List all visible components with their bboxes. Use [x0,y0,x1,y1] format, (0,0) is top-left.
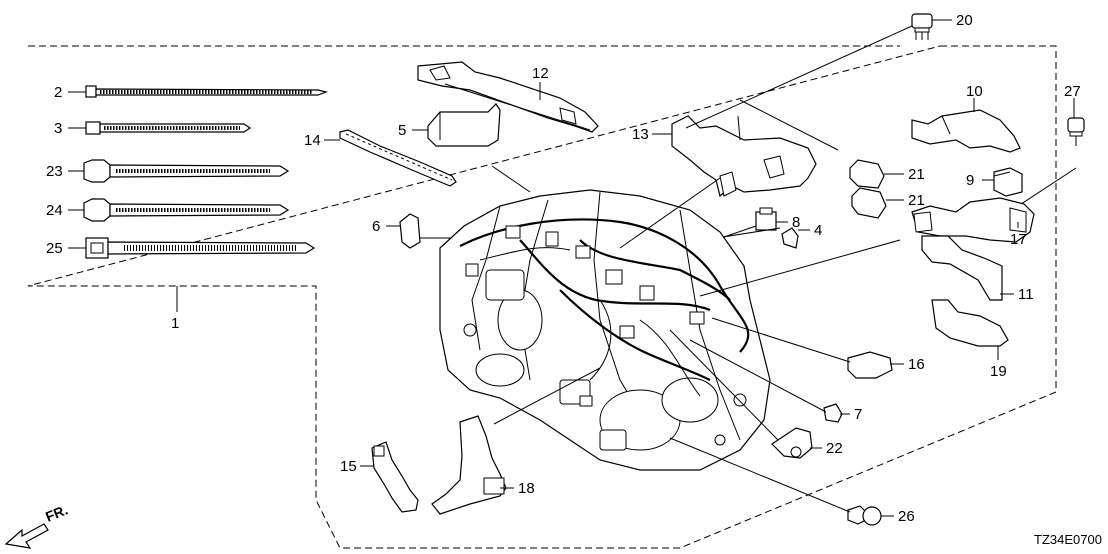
callout-4: 4 [814,222,822,239]
callout-6: 6 [372,218,380,235]
leader-line-7-harness [689,339,827,413]
bracket-13 [671,115,817,198]
clip-22 [771,427,813,459]
leader-line-13-harness [619,177,721,249]
clip-4 [781,227,799,249]
callout-3: 3 [54,120,62,137]
callout-14: 14 [304,132,321,149]
bracket-19 [931,299,1009,347]
callout-12: 12 [532,65,549,82]
callout-5: 5 [398,122,406,139]
clip-21 [849,159,887,219]
leader-line-engine-top [491,165,531,193]
callout-23: 23 [46,163,63,180]
leader-line-27b [1011,167,1077,211]
bracket-11 [921,235,1003,301]
callout-2: 2 [54,84,62,101]
front-direction-arrow [4,523,49,549]
callout-8: 8 [792,214,800,231]
cable-tie-25 [68,237,316,259]
bolt-20 [911,13,933,40]
callout-25: 25 [46,240,63,257]
cable-tie-23 [68,159,290,183]
callout-24: 24 [46,202,63,219]
connector-9 [993,167,1023,197]
leader-line-26-harness [669,437,851,513]
bracket-5 [427,103,501,147]
diagram-reference-code: TZ34E0700 [1034,532,1102,547]
bracket-15 [371,441,419,513]
callout-15: 15 [340,458,357,475]
leader-line-18-harness [493,367,601,425]
callout-18: 18 [518,480,535,497]
cable-tie-3 [68,121,252,135]
callout-7: 7 [854,406,862,423]
bolt-26 [847,505,882,526]
assembly-boundary [27,45,1057,549]
leader-line-17-harness [699,239,901,297]
callout-21a: 21 [908,166,925,183]
bracket-17 [911,197,1035,243]
callout-17: 17 [1010,231,1027,248]
engine-assembly [439,189,771,471]
callout-10: 10 [966,83,983,100]
callout-19: 19 [990,363,1007,380]
callout-13: 13 [632,126,649,143]
callout-21b: 21 [908,192,925,209]
connector-6 [399,213,421,249]
callout-26: 26 [898,508,915,525]
callout-22: 22 [826,440,843,457]
callout-27: 27 [1064,83,1081,100]
clip-16 [847,351,893,379]
bolt-27 [1067,117,1085,146]
callout-16: 16 [908,356,925,373]
harness-clip-14 [339,129,457,187]
cable-tie-24 [68,198,290,222]
bracket-12 [417,61,599,133]
front-direction-label: FR. [43,501,70,524]
cable-tie-2 [68,85,329,98]
clip-7 [823,403,843,423]
leader-line-16-harness [711,317,851,363]
callout-1: 1 [171,315,179,332]
callout-20: 20 [956,12,973,29]
cover-10 [911,109,1021,153]
callout-11: 11 [1018,286,1034,303]
leader-line-20-to-13 [685,25,913,151]
connector-8 [755,207,777,231]
bracket-18 [431,415,507,515]
leader-line-22-harness [669,329,779,441]
callout-9: 9 [966,172,974,189]
